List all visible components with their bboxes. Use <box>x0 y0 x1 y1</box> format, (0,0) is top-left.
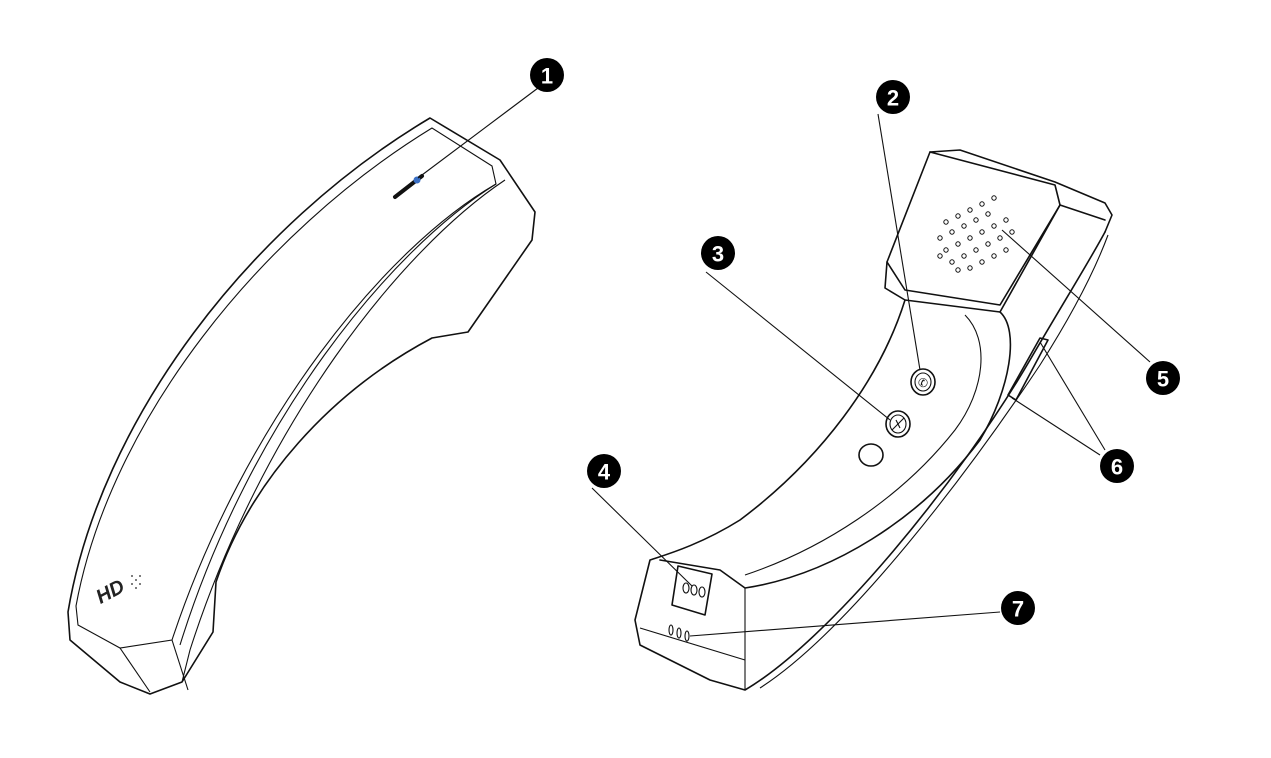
handset-rear-view: ✆ <box>634 149 1113 691</box>
callout-2: 2 <box>876 80 910 114</box>
callout-4: 4 <box>587 454 621 488</box>
connector-port <box>671 565 713 616</box>
indicator-hole <box>858 443 884 467</box>
hd-logo-dots-icon <box>131 575 141 589</box>
speaker-grille <box>937 195 1015 273</box>
svg-text:1: 1 <box>541 64 553 89</box>
svg-text:6: 6 <box>1111 455 1123 480</box>
microphone-holes <box>668 624 690 642</box>
handset-front-view: HD <box>67 117 536 695</box>
phone-icon: ✆ <box>918 376 928 390</box>
svg-text:2: 2 <box>887 86 899 111</box>
hd-logo: HD <box>93 576 129 609</box>
callout-3: 3 <box>701 236 735 270</box>
svg-text:7: 7 <box>1012 597 1024 622</box>
svg-text:3: 3 <box>712 242 724 267</box>
mute-button <box>885 410 911 438</box>
leader-lines <box>417 87 1151 637</box>
callout-1: 1 <box>530 58 564 92</box>
hook-button: ✆ <box>910 368 936 396</box>
volume-keys <box>1007 337 1049 401</box>
callout-7: 7 <box>1001 591 1035 625</box>
svg-text:5: 5 <box>1157 367 1169 392</box>
callout-5: 5 <box>1146 361 1180 395</box>
callout-6: 6 <box>1100 449 1134 483</box>
mute-icon <box>891 417 905 431</box>
led-indicator <box>393 174 424 199</box>
svg-text:4: 4 <box>598 460 611 485</box>
